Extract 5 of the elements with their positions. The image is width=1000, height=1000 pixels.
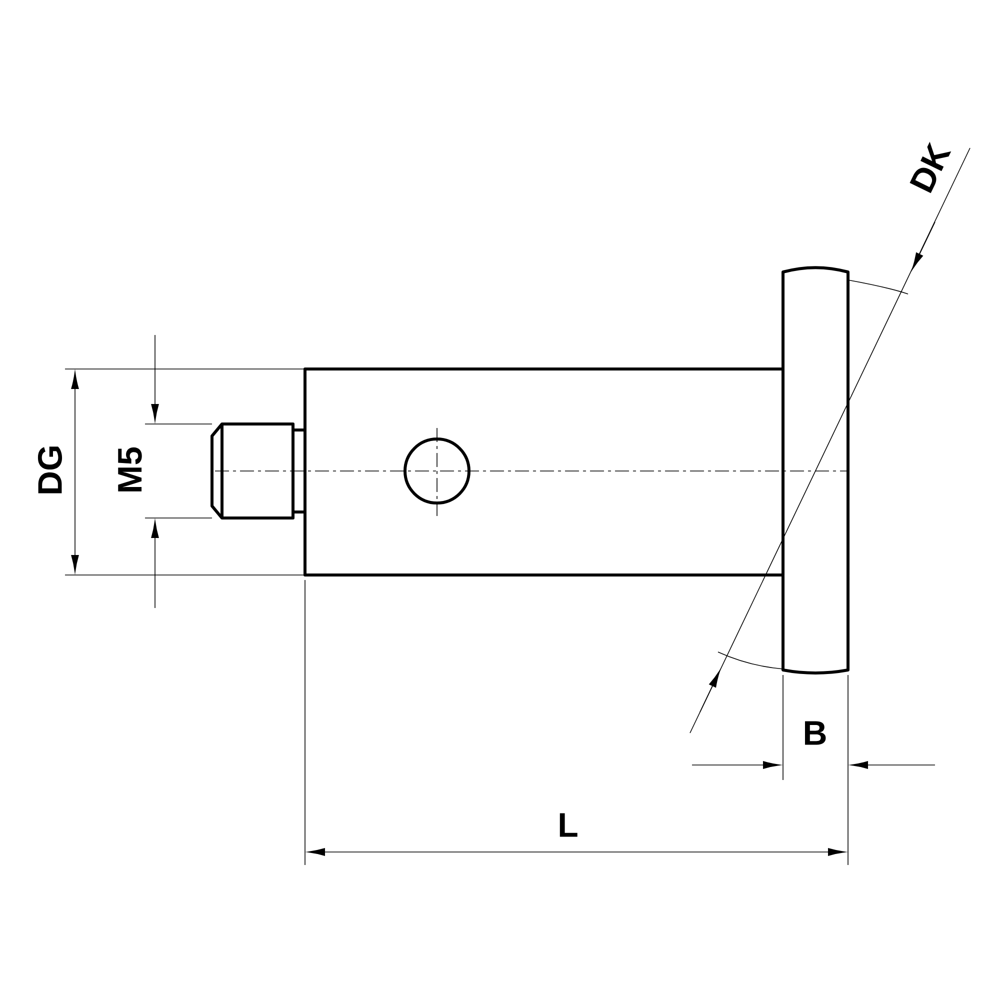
dimension-label: B [805,721,826,745]
dimension-label: M5 [118,447,142,492]
dimension-label: DK [910,142,952,194]
dimension-label: DG [38,446,62,494]
dimension-label: L [560,813,578,837]
